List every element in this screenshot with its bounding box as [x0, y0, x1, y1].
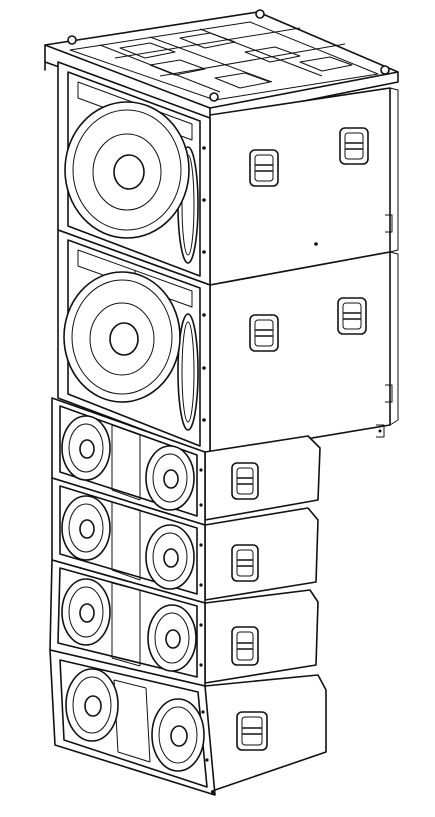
handle-icon	[249, 314, 279, 352]
woofer-driver	[151, 698, 205, 772]
woofer-driver	[63, 271, 181, 403]
woofer-driver	[65, 668, 119, 742]
handle-icon	[236, 711, 268, 751]
handle-icon	[231, 462, 259, 500]
woofer-driver	[147, 604, 197, 672]
handle-icon	[337, 297, 367, 335]
handle-icon	[249, 149, 279, 187]
handle-icon	[231, 544, 259, 582]
woofer-driver	[145, 524, 195, 590]
woofer-driver	[61, 578, 111, 646]
woofer-driver	[64, 101, 190, 239]
handle-icon	[231, 626, 259, 666]
woofer-driver	[61, 495, 111, 561]
handle-icon	[339, 127, 369, 165]
rigging-frame	[44, 9, 399, 121]
woofer-driver	[145, 445, 195, 511]
woofer-driver	[61, 415, 111, 481]
